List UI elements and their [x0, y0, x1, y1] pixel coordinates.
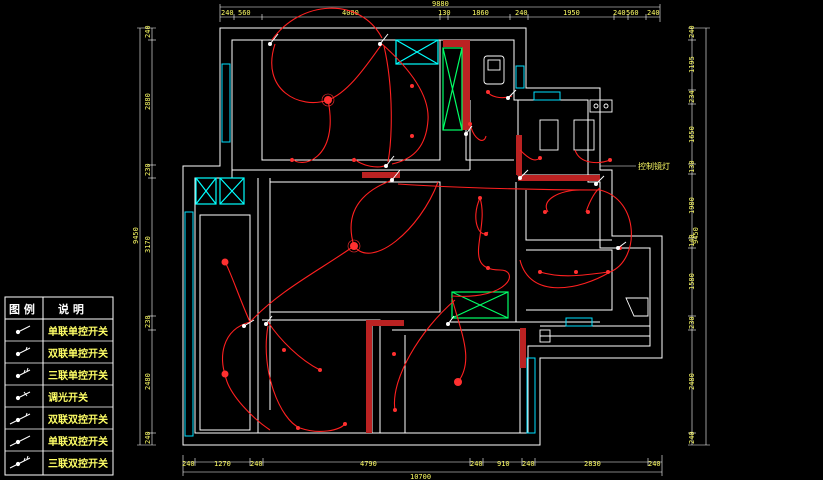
switch-icon — [242, 319, 255, 328]
annotation-text: 控制镜灯 — [638, 161, 670, 171]
dim-top-1: 560 — [238, 9, 251, 17]
walls — [182, 27, 663, 446]
lamps — [221, 84, 622, 430]
switch-icon — [616, 241, 627, 250]
switch-icon — [446, 315, 455, 326]
switch-icon — [390, 169, 401, 182]
dim-right-8: 230 — [688, 316, 696, 329]
ceiling-lamp-icon — [321, 93, 335, 107]
dim-right-5: 1980 — [688, 197, 696, 214]
dim-bottom-4: 240 — [470, 460, 483, 468]
dim-right-4: 130 — [688, 160, 696, 173]
dim-top-7: 240 — [613, 9, 626, 17]
dim-bottom-8: 240 — [648, 460, 661, 468]
single-gang-single-control-switch-icon — [15, 325, 31, 335]
double-gang-single-control-switch-icon — [15, 346, 31, 357]
dim-left-5: 2480 — [144, 373, 152, 390]
dim-right-1: 1195 — [688, 56, 696, 73]
dim-left-6: 240 — [144, 431, 152, 444]
lighting-circuits — [222, 7, 632, 432]
switch-icon — [464, 125, 473, 136]
legend-table: 图 例 说 明 单联单控开关 双联单控开关 三联单控开关 调光开关 双联双控开关… — [4, 296, 114, 476]
switches — [242, 33, 627, 328]
top-dimension-chain: 9880 240 560 4080 130 1860 240 1950 240 … — [219, 0, 661, 22]
dim-right-2: 234 — [688, 90, 696, 103]
dim-left-2: 230 — [144, 163, 152, 176]
dim-left-4: 230 — [144, 315, 152, 328]
dim-right-3: 1650 — [688, 126, 696, 143]
triple-gang-double-control-switch-icon — [9, 455, 31, 469]
switch-icon — [264, 315, 273, 326]
bottom-dimension-chain: 240 1270 240 4790 240 910 240 2830 240 1… — [182, 455, 663, 480]
fixtures — [483, 55, 649, 343]
legend-header-symbol: 图 例 — [9, 302, 35, 316]
legend-header-description: 说 明 — [58, 302, 84, 316]
left-dimension-chain: 9450 240 2880 230 3170 230 2480 240 — [132, 25, 156, 446]
dim-bottom-0: 240 — [182, 460, 195, 468]
dim-left-overall: 9450 — [132, 227, 140, 244]
dim-top-3: 130 — [438, 9, 451, 17]
dim-right-overall: 9450 — [692, 227, 700, 244]
legend-item-label: 调光开关 — [48, 391, 88, 404]
legend-item-label: 单联单控开关 — [48, 325, 108, 338]
dimmer-switch-icon — [15, 391, 31, 401]
double-gang-double-control-switch-icon — [9, 412, 31, 425]
mirror-light-annotation: 控制镜灯 — [600, 161, 670, 171]
switch-icon — [378, 33, 389, 46]
dim-top-overall: 9880 — [432, 0, 449, 8]
dim-top-9: 240 — [647, 9, 660, 17]
ceiling-lamp-icon — [221, 370, 229, 378]
legend-item-label: 三联双控开关 — [48, 457, 108, 470]
triple-gang-single-control-switch-icon — [15, 367, 31, 379]
dim-bottom-3: 4790 — [360, 460, 377, 468]
dim-right-9: 2480 — [688, 373, 696, 390]
dim-top-0: 240 — [221, 9, 234, 17]
dim-top-6: 1950 — [563, 9, 580, 17]
legend-item-label: 双联双控开关 — [48, 413, 108, 426]
dim-right-7: 1580 — [688, 273, 696, 290]
dim-bottom-6: 240 — [522, 460, 535, 468]
dim-left-1: 2880 — [144, 93, 152, 110]
legend-item-label: 三联单控开关 — [48, 369, 108, 382]
dim-bottom-2: 240 — [250, 460, 263, 468]
dim-right-0: 240 — [688, 25, 696, 38]
switch-icon — [268, 33, 279, 46]
dim-right-6: 140 — [688, 234, 696, 247]
dim-bottom-1: 1270 — [214, 460, 231, 468]
switch-icon — [384, 155, 395, 168]
dim-top-5: 240 — [515, 9, 528, 17]
right-dimension-chain: 9450 240 1195 234 1650 130 1980 140 1580… — [688, 25, 710, 446]
single-gang-double-control-switch-icon — [9, 435, 31, 447]
dim-top-2: 4080 — [342, 9, 359, 17]
dim-top-4: 1860 — [472, 9, 489, 17]
switch-icon — [506, 89, 517, 100]
switch-icon — [518, 169, 529, 180]
dim-right-10: 240 — [688, 431, 696, 444]
ceiling-lamp-icon — [454, 378, 462, 386]
legend-item-label: 双联单控开关 — [48, 347, 108, 360]
dim-bottom-7: 2830 — [584, 460, 601, 468]
switch-icon — [594, 175, 605, 186]
dim-bottom-5: 910 — [497, 460, 510, 468]
hatched-walls — [362, 40, 600, 433]
legend-item-label: 单联双控开关 — [48, 435, 108, 448]
dim-left-3: 3170 — [144, 236, 152, 253]
dim-left-0: 240 — [144, 25, 152, 38]
windows — [184, 63, 593, 437]
ceiling-lamp-icon — [347, 239, 361, 253]
ceiling-lamp-icon — [221, 258, 229, 266]
dim-top-8: 560 — [626, 9, 639, 17]
shafts — [195, 39, 509, 319]
dim-bottom-overall: 10700 — [410, 473, 431, 480]
